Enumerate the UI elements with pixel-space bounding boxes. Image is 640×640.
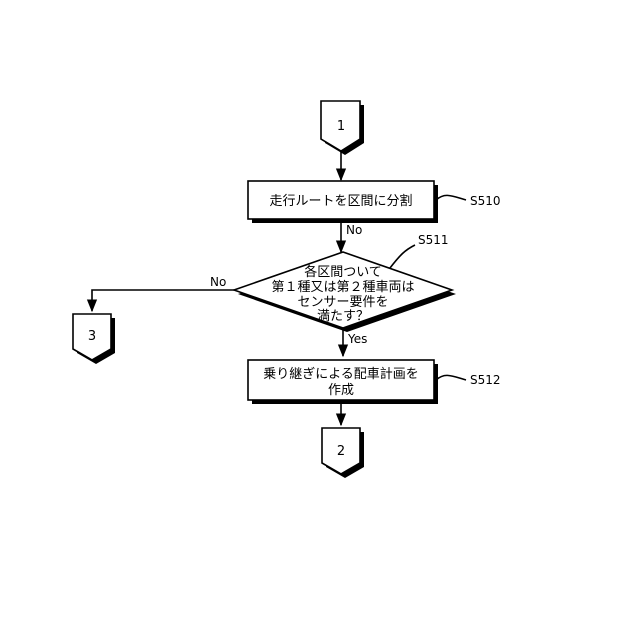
end-connector: 2	[322, 428, 364, 478]
yes-label: Yes	[347, 332, 367, 346]
s511-leader-line	[390, 245, 415, 268]
end-connector-label: 2	[337, 444, 345, 459]
s510-step-id: S510	[470, 194, 501, 208]
s511-step-id: S511	[418, 233, 449, 247]
s511-line-1: 各区間ついて	[304, 264, 382, 280]
s511-decision-diamond: 各区間ついて 第１種又は第２種車両は センサー要件を 満たす？	[234, 252, 456, 332]
s512-line-2: 作成	[328, 383, 354, 398]
no-connector: 3	[73, 314, 115, 364]
s511-line-3: センサー要件を	[297, 295, 388, 310]
no-branch-line	[92, 290, 234, 311]
s512-process-box: 乗り継ぎによる配車計画を 作成	[248, 360, 438, 404]
s512-line-1: 乗り継ぎによる配車計画を	[263, 366, 419, 382]
start-connector-label: 1	[337, 119, 345, 134]
s512-step-id: S512	[470, 373, 501, 387]
s512-leader-line	[436, 375, 466, 380]
s510-text: 走行ルートを区間に分割	[269, 193, 412, 209]
no-label-left: No	[210, 275, 226, 289]
no-connector-label: 3	[88, 329, 96, 344]
no-label-down: No	[346, 223, 362, 237]
start-connector: 1	[321, 101, 364, 155]
s510-leader-line	[436, 195, 466, 200]
s511-line-4: 満たす？	[317, 309, 369, 324]
s511-line-2: 第１種又は第２種車両は	[271, 279, 414, 295]
s510-process-box: 走行ルートを区間に分割	[248, 181, 438, 223]
